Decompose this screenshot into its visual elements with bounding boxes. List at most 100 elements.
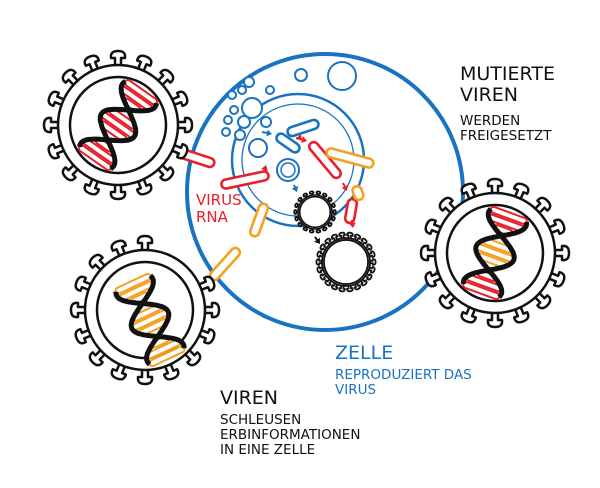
arrow-head — [314, 237, 320, 244]
dna-helix-orange — [113, 272, 187, 368]
dna-helix-red — [77, 79, 159, 171]
spike — [69, 301, 89, 319]
arrow-shaft — [293, 184, 296, 188]
virus-core — [298, 195, 332, 229]
spike — [109, 181, 127, 201]
vesicle — [229, 105, 239, 115]
dna-strand — [97, 102, 159, 171]
dna-strand — [113, 291, 172, 367]
arrow-shaft — [261, 131, 268, 135]
black-arrow — [314, 236, 320, 244]
arrow-shaft — [342, 182, 346, 188]
label-line: VIRUS — [196, 191, 242, 209]
spike — [136, 234, 154, 254]
label-line: VIREN — [460, 83, 519, 106]
vesicle — [227, 90, 237, 100]
spike — [136, 366, 154, 386]
spike — [42, 116, 62, 134]
label-line: ERBINFORMATIONEN — [220, 426, 361, 443]
arrow-shaft — [295, 137, 303, 141]
spike-shape — [109, 49, 127, 69]
spike-shape — [109, 181, 127, 201]
spike-shape — [174, 116, 194, 134]
spike-shape — [69, 301, 89, 319]
vesicle — [248, 138, 268, 158]
spike — [315, 258, 325, 266]
label-line: MUTIERTE — [460, 63, 555, 85]
mutated-viruses-subtitle: WERDEN FREIGESETZT — [460, 114, 552, 144]
red-arrow — [295, 136, 307, 144]
spike-shape — [42, 116, 62, 134]
spike — [486, 309, 504, 329]
label-line: RNA — [196, 207, 228, 226]
vesicle — [237, 115, 251, 129]
spike — [201, 301, 221, 319]
spike — [419, 244, 439, 262]
blue-arrow — [291, 184, 299, 192]
arrow-shaft — [314, 236, 318, 241]
rna-capsule — [220, 170, 270, 190]
spike-shape — [201, 301, 221, 319]
label-line: WERDEN — [460, 113, 521, 129]
spike-shape — [293, 209, 301, 215]
label-line: FREIGESETZT — [460, 127, 552, 144]
label-line: SCHLEUSEN — [220, 412, 302, 428]
dna-strand — [77, 79, 139, 148]
spike-shape — [136, 234, 154, 254]
spike-shape — [136, 366, 154, 386]
blue-capsule — [275, 132, 301, 154]
spike-shape — [367, 258, 377, 266]
orange-rna-capsule — [325, 147, 375, 169]
vesicle — [294, 68, 308, 82]
spike — [329, 209, 337, 215]
vesicle — [241, 97, 263, 119]
blue-arrow — [261, 129, 272, 137]
spike-shape — [315, 258, 325, 266]
spike — [109, 49, 127, 69]
blue-capsule — [286, 118, 320, 138]
new-virus — [315, 231, 377, 293]
arrow-head — [348, 222, 356, 228]
cell-title: ZELLE — [335, 342, 394, 364]
dna-strand — [128, 273, 187, 349]
mutated-viruses-title: MUTIERTE VIREN — [460, 64, 555, 106]
viruses-title: VIREN — [220, 387, 279, 409]
spike-shape — [419, 244, 439, 262]
arrow-head — [341, 184, 348, 191]
new-virus-small — [293, 190, 337, 234]
vesicle — [265, 85, 275, 95]
spike — [486, 177, 504, 197]
ribosome-inner — [280, 162, 296, 178]
dna-helix-mutated — [460, 205, 530, 301]
dna-strand — [460, 207, 517, 285]
orange-rna-capsule — [351, 184, 365, 202]
arrow-head — [291, 185, 299, 192]
spike — [293, 209, 301, 215]
spike — [367, 258, 377, 266]
label-line: REPRODUZIERT DAS — [335, 367, 472, 383]
label-line: VIRUS — [335, 381, 377, 398]
arrow-shaft — [263, 169, 266, 173]
virus-core — [323, 239, 369, 285]
label-line: IN EINE ZELLE — [220, 441, 316, 458]
dna-strand — [473, 221, 530, 299]
vesicle — [223, 115, 233, 125]
spike-shape — [551, 244, 571, 262]
spike-shape — [486, 177, 504, 197]
virus-rna-label: VIRUS RNA — [196, 192, 242, 225]
red-arrow — [261, 165, 268, 173]
spike — [174, 116, 194, 134]
vesicle — [237, 85, 247, 95]
spike-shape — [329, 209, 337, 215]
cell-subtitle: REPRODUZIERT DAS VIRUS — [335, 368, 472, 398]
spike — [551, 244, 571, 262]
red-arrow — [341, 182, 348, 191]
spike-shape — [486, 309, 504, 329]
arrow-head — [261, 165, 268, 171]
vesicle — [221, 127, 231, 137]
orange-rna-capsule — [248, 202, 270, 238]
vesicle — [260, 116, 272, 128]
vesicle — [234, 129, 246, 141]
